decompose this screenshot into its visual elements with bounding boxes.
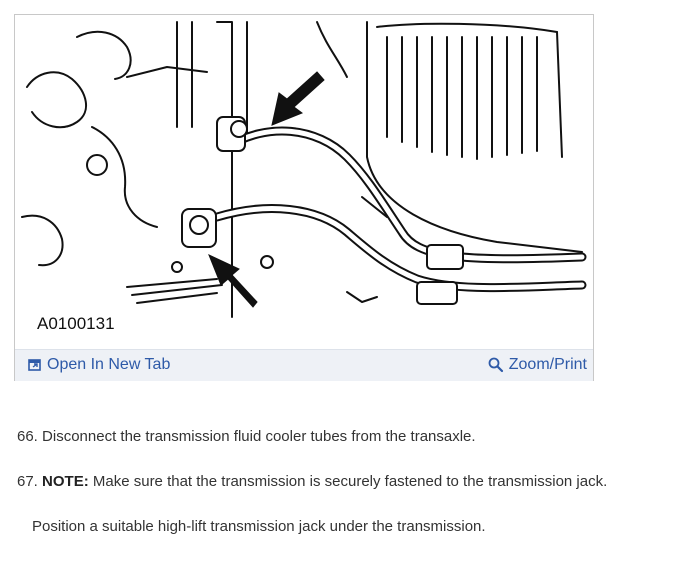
step-66: 66. Disconnect the transmission fluid co…: [17, 428, 476, 445]
figure-id-label: A0100131: [35, 314, 117, 334]
figure-container: A0100131 Open In New Tab Zoom/Print: [14, 14, 594, 381]
step-text: Disconnect the transmission fluid cooler…: [42, 428, 476, 445]
step-text: Make sure that the transmission is secur…: [92, 473, 608, 490]
step-67-instruction: Position a suitable high-lift transmissi…: [32, 518, 486, 535]
step-67: 67. NOTE: Make sure that the transmissio…: [17, 473, 607, 490]
step-number: 67.: [17, 473, 38, 490]
open-in-new-tab-link[interactable]: Open In New Tab: [28, 356, 170, 374]
note-label: NOTE:: [42, 473, 89, 490]
figure-toolbar: Open In New Tab Zoom/Print: [15, 349, 593, 381]
open-in-new-tab-label: Open In New Tab: [47, 356, 171, 373]
step-number: 66.: [17, 428, 38, 445]
zoom-print-link[interactable]: Zoom/Print: [488, 356, 587, 374]
zoom-print-label: Zoom/Print: [508, 356, 587, 373]
open-in-new-tab-icon: [28, 359, 41, 371]
step-text: Position a suitable high-lift transmissi…: [32, 518, 486, 535]
magnifier-icon: [488, 357, 503, 373]
transmission-cooler-diagram: [21, 21, 587, 318]
